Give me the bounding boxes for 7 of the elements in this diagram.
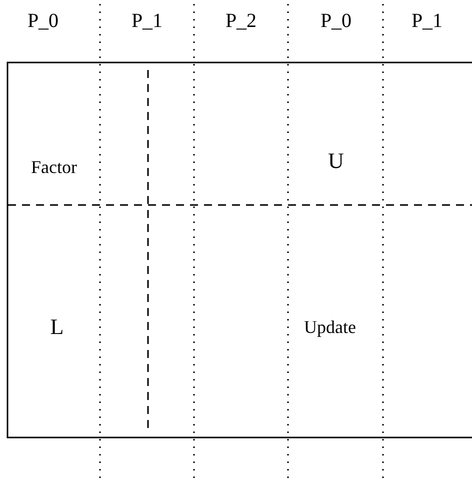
column-label: P_1 <box>410 11 444 31</box>
column-label: P_1 <box>130 11 164 31</box>
column-label: P_0 <box>26 11 60 31</box>
column-label: P_2 <box>224 11 258 31</box>
block-label: Factor <box>30 158 78 176</box>
column-label: P_0 <box>319 11 353 31</box>
block-label: Update <box>303 318 357 336</box>
